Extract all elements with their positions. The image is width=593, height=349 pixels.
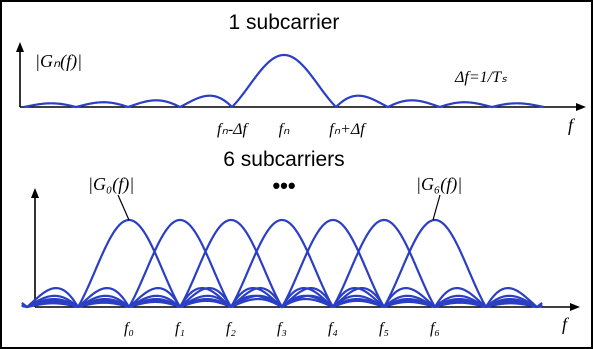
subcarrier-curve-4: [21, 218, 543, 309]
bottom-last-leader: [432, 194, 441, 221]
bottom-ellipsis: •••: [272, 173, 295, 198]
bottom-tick-labels: f₀ f₁ f₂ f₃ f₄ f₅ f₆: [124, 320, 440, 337]
bottom-tick-label-5: f₅: [379, 320, 389, 337]
top-subcarrier-curve: [23, 53, 545, 109]
top-ylabel: |Gₙ(f)|: [35, 51, 82, 72]
bottom-tick-label-1: f₁: [175, 320, 185, 337]
bottom-tick-label-2: f₂: [226, 320, 236, 337]
subcarrier-curve-2: [21, 218, 543, 309]
top-tick-label-2: fₙ+Δf: [329, 121, 367, 138]
bottom-first-leader: [117, 194, 130, 221]
bottom-x-axis-arrow: [570, 303, 580, 311]
bottom-tick-label-0: f₀: [124, 320, 134, 337]
top-y-axis-arrow: [16, 42, 24, 52]
bottom-last-label: |G₆(f)|: [416, 174, 462, 195]
bottom-tick-label-3: f₃: [277, 320, 287, 337]
top-tick-label-0: fₙ-Δf: [217, 121, 250, 138]
top-xlabel: f: [568, 115, 576, 135]
bottom-curves: [21, 218, 543, 309]
bottom-panel: 6 subcarriers |G₀(f)| ••• |G₆(f)| f₀ f₁ f₂…: [21, 148, 580, 337]
bottom-y-axis-arrow: [31, 188, 39, 198]
bottom-first-label: |G₀(f)|: [88, 174, 134, 195]
subcarrier-curve-6: [21, 218, 543, 309]
bottom-tick-label-4: f₄: [328, 320, 338, 337]
top-panel: 1 subcarrier |Gₙ(f)| Δf=1/Tₛ fₙ-Δf fₙ fₙ…: [16, 11, 586, 138]
subcarrier-curve-3: [21, 218, 543, 309]
top-x-axis-arrow: [576, 103, 586, 111]
bottom-title: 6 subcarriers: [223, 148, 344, 171]
subcarrier-curve-5: [21, 218, 543, 309]
top-spacing-note: Δf=1/Tₛ: [454, 69, 508, 86]
subcarrier-curve-1: [21, 218, 543, 309]
bottom-tick-label-6: f₆: [430, 320, 440, 337]
bottom-xlabel: f: [562, 314, 570, 334]
top-tick-label-1: fₙ: [279, 121, 290, 138]
top-title: 1 subcarrier: [229, 11, 340, 34]
subcarrier-curve-0: [21, 218, 543, 309]
